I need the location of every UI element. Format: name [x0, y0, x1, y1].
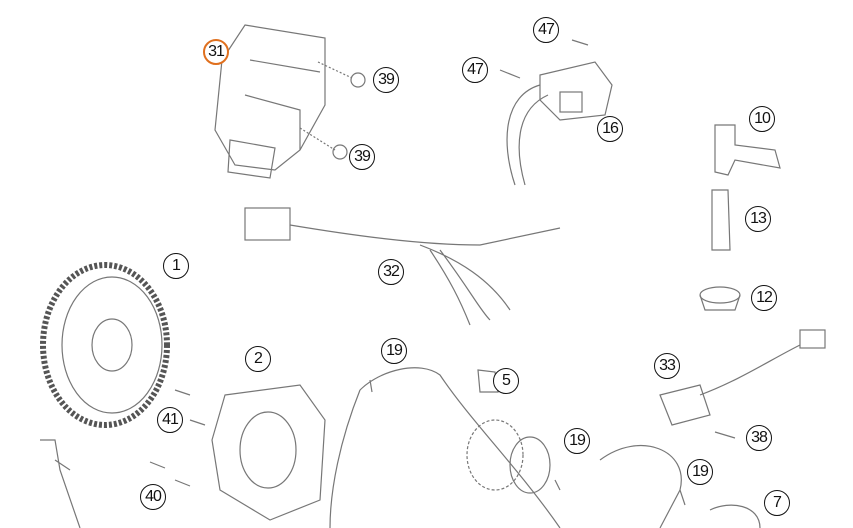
callout-13[interactable]: 13 [745, 206, 771, 232]
regulator-part [659, 329, 826, 426]
spark-plug-parts [699, 124, 781, 311]
callout-5[interactable]: 5 [493, 368, 519, 394]
callout-19[interactable]: 19 [687, 459, 713, 485]
cdi-unit-part [214, 24, 366, 179]
wiring-harness-part [244, 207, 561, 326]
callout-19[interactable]: 19 [564, 428, 590, 454]
callout-40[interactable]: 40 [140, 484, 166, 510]
callout-47[interactable]: 47 [533, 17, 559, 43]
callout-41[interactable]: 41 [157, 407, 183, 433]
callout-1[interactable]: 1 [163, 253, 189, 279]
callout-12[interactable]: 12 [751, 285, 777, 311]
gasket-part [329, 367, 561, 528]
starter-gear-part [466, 369, 551, 494]
callout-19[interactable]: 19 [381, 338, 407, 364]
callout-39[interactable]: 39 [349, 144, 375, 170]
stator-part [211, 384, 326, 521]
callout-39[interactable]: 39 [373, 67, 399, 93]
connector-part [40, 439, 81, 528]
flywheel-part [40, 262, 170, 428]
bolts [149, 379, 736, 506]
cover-part [599, 445, 761, 528]
callout-33[interactable]: 33 [654, 353, 680, 379]
callout-32[interactable]: 32 [378, 259, 404, 285]
callout-2[interactable]: 2 [245, 346, 271, 372]
callout-7[interactable]: 7 [764, 490, 790, 516]
callout-16[interactable]: 16 [597, 116, 623, 142]
callout-10[interactable]: 10 [749, 106, 775, 132]
callout-31[interactable]: 31 [203, 39, 229, 65]
ignition-coil-part [499, 39, 613, 186]
callout-38[interactable]: 38 [746, 425, 772, 451]
callout-47[interactable]: 47 [462, 57, 488, 83]
